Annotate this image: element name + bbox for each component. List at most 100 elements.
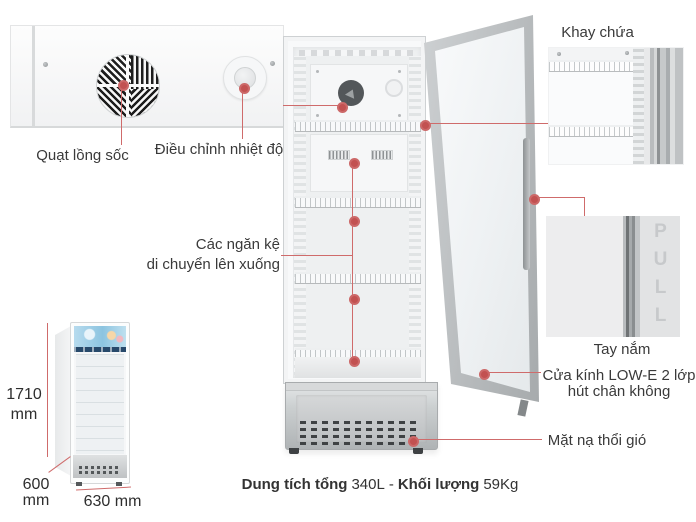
fridge-foot [76, 482, 82, 486]
callout-dot-vent [408, 436, 419, 447]
callout-line-shelves-v [352, 162, 353, 360]
vent-row [300, 428, 421, 431]
fan-label: Quạt lồng sốc [36, 147, 129, 164]
door-handle [523, 138, 530, 270]
vent-row [300, 421, 421, 424]
interior-right-wall [409, 56, 421, 375]
vent-label: Mặt nạ thổi gió [547, 432, 647, 449]
callout-line-thermostat [242, 91, 243, 139]
height-value: 1710 [6, 386, 42, 403]
screw-icon [316, 70, 319, 73]
shelves-label: Các ngăn kệ di chuyển lên xuống [130, 235, 280, 275]
base-lip [286, 383, 437, 391]
handle-closeup-image: PULL [546, 216, 680, 337]
door-glass-label-line2: hút chân không [567, 383, 671, 400]
wire-shelf [295, 196, 421, 208]
screw-icon [316, 114, 319, 117]
small-fridge-image [70, 322, 130, 484]
small-fridge-navy-strip [74, 347, 126, 352]
callout-dot-fan [118, 80, 129, 91]
shelves-label-line2: di chuyển lên xuống [146, 256, 280, 273]
tray-closeup-image [548, 47, 684, 165]
callout-dot-shelf [349, 216, 360, 227]
weight-label: Khối lượng [397, 476, 480, 493]
grille-hatch [131, 89, 159, 117]
screw-icon [270, 61, 275, 66]
callout-dot-handle [529, 194, 540, 205]
callout-dot-thermostat [239, 83, 250, 94]
door-foot [517, 399, 529, 417]
height-unit: mm [10, 406, 38, 423]
callout-line-shelves-h [281, 255, 352, 256]
vent-row [300, 435, 421, 438]
callout-dot-interior-fan [337, 102, 348, 113]
screw-icon [557, 52, 561, 56]
width-dimension-line [76, 486, 131, 491]
back-panel-image [10, 25, 284, 128]
callout-dot-shelf [349, 294, 360, 305]
callout-line-handle-h [537, 197, 585, 198]
air-vent-slot [328, 150, 350, 160]
caption-separator: - [388, 476, 394, 493]
shelves-label-line1: Các ngăn kệ [195, 236, 280, 253]
small-fridge-glass [74, 352, 126, 456]
fridge-foot [413, 448, 423, 454]
callout-dot-glass [479, 369, 490, 380]
callout-dot-tray [420, 120, 431, 131]
door-glass-label: Cửa kính LOW-E 2 lớp hút chân không [542, 368, 696, 400]
fridge-foot [116, 482, 122, 486]
callout-line-fan [121, 88, 122, 145]
door-gasket-strips [644, 48, 683, 164]
depth-dimension: 600 mm [14, 477, 58, 509]
interior-left-wall [294, 56, 306, 375]
vent-row [79, 471, 121, 474]
height-dimension: 1710 mm [2, 385, 46, 425]
height-dimension-line [47, 323, 48, 457]
callout-line-tray [428, 123, 548, 124]
grille-hatch [131, 55, 159, 90]
callout-dot-shelf [349, 356, 360, 367]
small-fridge-banner [74, 326, 126, 347]
handle-label: Tay nắm [593, 341, 651, 358]
front-vent-mask [285, 382, 438, 450]
callout-dot-shelf [349, 158, 360, 169]
screw-icon [398, 114, 401, 117]
ceiling-rail-slots [299, 50, 413, 56]
screw-icon [43, 62, 48, 67]
handle-surface: PULL [640, 216, 680, 337]
small-fridge-side [55, 326, 71, 476]
door-glass-label-line1: Cửa kính LOW-E 2 lớp [542, 367, 696, 384]
capacity-label: Dung tích tổng [241, 476, 348, 493]
handle-groove [623, 216, 640, 337]
air-vent-slot [371, 150, 393, 160]
pull-emboss-text: PULL [650, 220, 671, 333]
depth-value: 600 [22, 476, 50, 493]
interior-fan-icon [338, 80, 364, 106]
width-dimension: 630 mm [83, 493, 142, 510]
fan-grille-icon [96, 54, 160, 118]
callout-line-glass [487, 372, 541, 373]
fan-blade [343, 86, 358, 101]
vent-row [79, 466, 121, 469]
thermostat-label: Điều chỉnh nhiệt độ [154, 141, 284, 158]
wire-shelf [295, 272, 421, 284]
wire-shelf [295, 120, 421, 132]
small-fridge-base [73, 455, 127, 478]
fridge-foot [289, 448, 299, 454]
glass-door [420, 12, 544, 418]
callout-line-panel-fan [283, 105, 338, 106]
vent-row [300, 442, 421, 445]
interior-knob-icon [385, 79, 403, 97]
interior-right-wall [633, 48, 644, 164]
capacity-value: 340L [351, 476, 385, 493]
callout-line-vent [416, 439, 542, 440]
panel-edge-strip [32, 26, 35, 126]
weight-value: 59Kg [483, 476, 519, 493]
screw-icon [398, 70, 401, 73]
interior-floor [295, 357, 421, 378]
depth-unit: mm [22, 492, 50, 509]
callout-line-handle-v [584, 197, 585, 216]
tray-label: Khay chứa [561, 24, 634, 41]
